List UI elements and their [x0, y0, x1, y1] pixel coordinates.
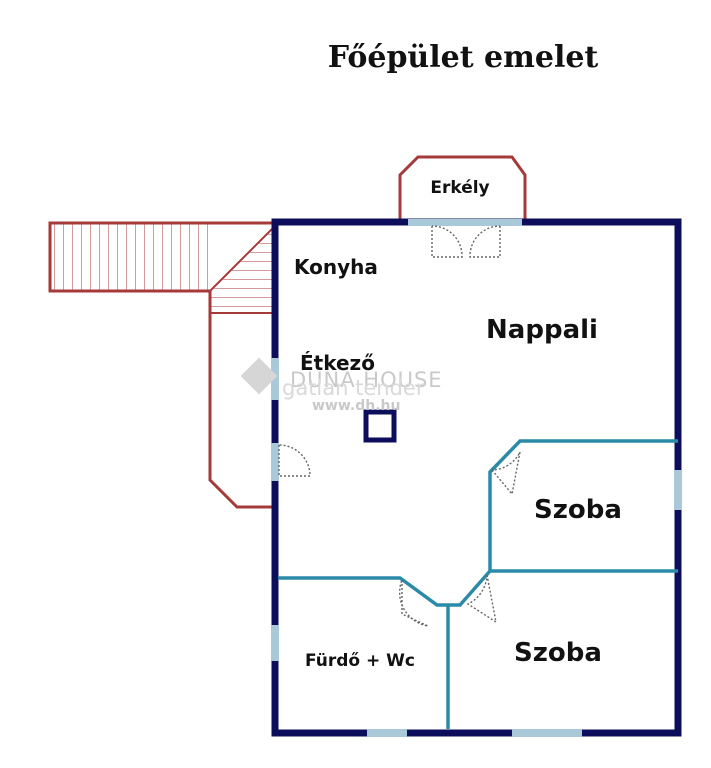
plan-title: Főépület emelet — [328, 40, 599, 75]
watermark: DUNA HOUSE gatlan tender www.dh.hu — [240, 357, 443, 414]
door-terrace — [278, 444, 311, 477]
wall-room-1 — [488, 439, 678, 573]
door-balcony-right — [469, 225, 501, 258]
chimney — [363, 409, 397, 443]
door-room-1 — [491, 451, 521, 496]
label-szoba-2: Szoba — [514, 638, 602, 668]
door-balcony-left — [431, 225, 463, 258]
label-furdo: Fürdő + Wc — [305, 651, 415, 671]
watermark-subtext: gatlan tender — [282, 376, 425, 400]
watermark-url: www.dh.hu — [312, 398, 400, 414]
window-bottom-1 — [367, 729, 407, 737]
label-etkezo: Étkező — [300, 351, 375, 375]
windows — [271, 219, 682, 737]
label-szoba-1: Szoba — [534, 495, 622, 525]
wall-bathroom — [278, 569, 492, 607]
window-left-3 — [271, 625, 279, 661]
watermark-brand: DUNA HOUSE — [290, 368, 443, 392]
door-room-2 — [466, 574, 497, 624]
terrace — [48, 221, 276, 509]
window-left-1 — [271, 358, 279, 400]
inner-walls — [278, 439, 678, 729]
doors — [278, 225, 521, 627]
balcony-outline — [398, 155, 527, 222]
label-erkely: Erkély — [430, 178, 489, 198]
stair-landing-hatch — [210, 226, 275, 313]
window-right — [674, 470, 682, 510]
stair-diagonal — [209, 225, 276, 292]
window-balcony — [408, 219, 522, 226]
door-bathroom — [398, 579, 429, 627]
stair-hatch — [50, 223, 210, 291]
window-bottom-2 — [512, 729, 582, 737]
watermark-logo-icon — [240, 357, 278, 395]
window-left-2 — [271, 443, 279, 481]
label-konyha: Konyha — [294, 255, 378, 279]
label-nappali: Nappali — [486, 315, 598, 345]
